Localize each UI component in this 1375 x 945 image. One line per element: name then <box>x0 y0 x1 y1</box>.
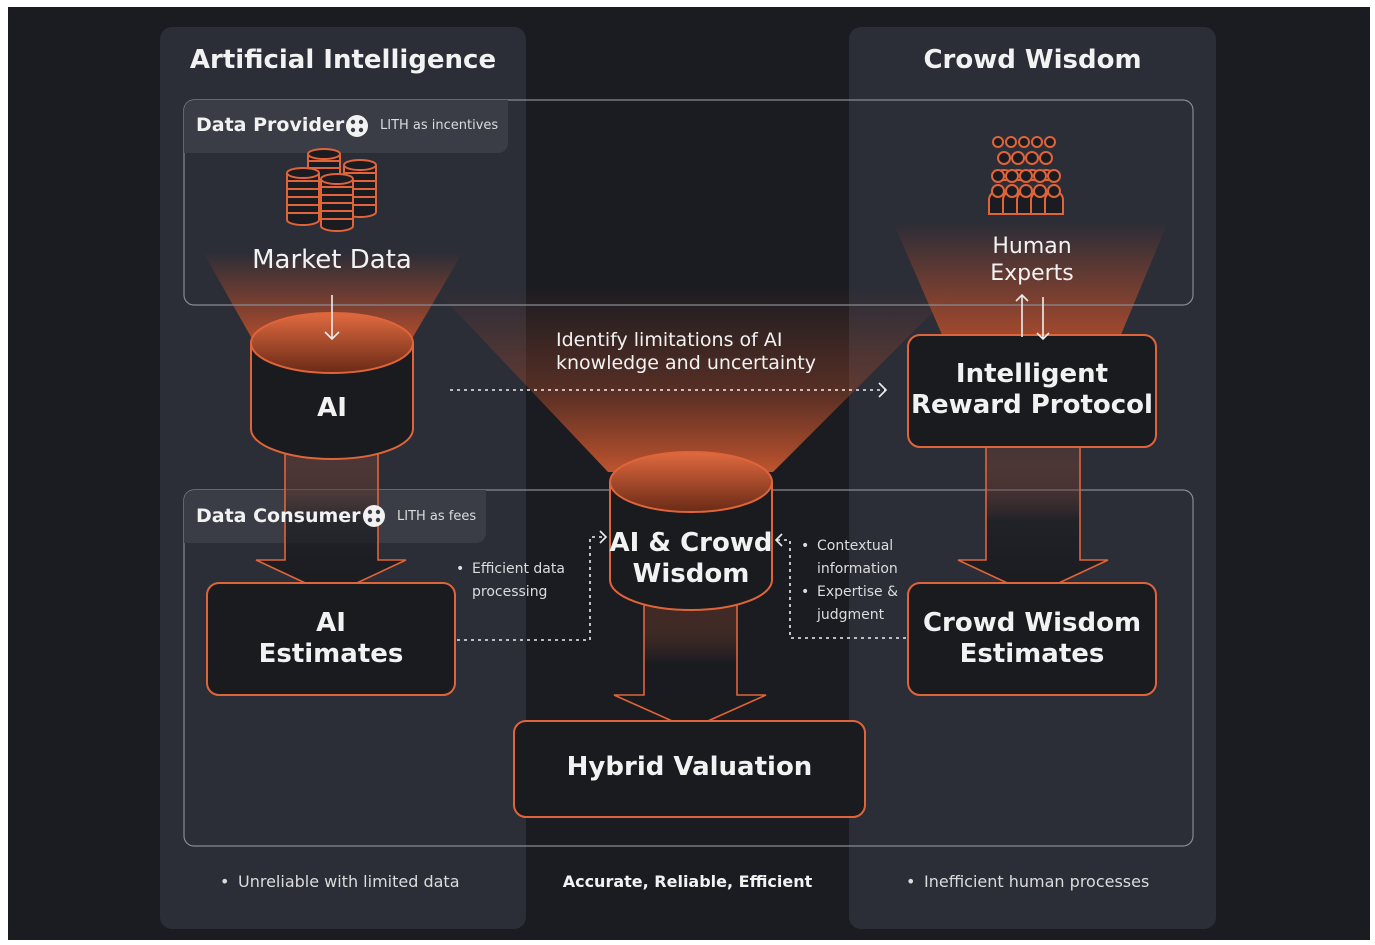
expertise-line-1: Expertise & <box>817 584 899 600</box>
ai-crowd-line-1: AI & Crowd <box>609 528 773 558</box>
bullet: • <box>801 538 810 554</box>
ai-estimates-line-1: AI <box>316 608 346 638</box>
crowd-estimates-dotted-arrow <box>774 533 906 639</box>
crowd-estimates-box <box>907 582 1157 696</box>
reward-protocol-label: Intelligent Reward Protocol <box>908 359 1156 421</box>
footer-crowd-weakness: • Inefficient human processes <box>906 872 1149 891</box>
crowd-estimates-label: Crowd Wisdom Estimates <box>908 608 1156 670</box>
center-light-cone <box>433 287 958 472</box>
ai-estimates-box <box>206 582 456 696</box>
efficient-line-1: Efficient data <box>472 561 565 577</box>
reward-to-crowd-estimates-arrow <box>957 446 1109 596</box>
ai-crowd-label: AI & Crowd Wisdom <box>598 528 784 590</box>
column-title-ai: Artificial Intelligence <box>189 45 497 75</box>
efficient-processing-annotation: • Efficient data processing <box>456 558 565 604</box>
diagram-canvas: Artificial Intelligence Crowd Wisdom Dat… <box>8 7 1370 940</box>
human-experts-line-1: Human <box>992 234 1072 259</box>
data-consumer-label: Data Consumer <box>196 505 361 527</box>
human-experts-label: Human Experts <box>932 233 1132 287</box>
footer-hybrid-strength: Accurate, Reliable, Efficient <box>562 872 813 891</box>
experts-reward-exchange-arrows <box>1015 293 1050 341</box>
ai-node-label: AI <box>317 393 347 423</box>
people-crowd-icon <box>988 136 1064 215</box>
data-provider-note: LITH as incentives <box>380 118 499 133</box>
data-provider-label: Data Provider <box>196 114 345 136</box>
ai-estimates-line-2: Estimates <box>258 639 404 669</box>
lith-token-icon <box>346 115 368 137</box>
limitations-line-1: Identify limitations of AI <box>556 329 783 351</box>
data-consumer-note: LITH as fees <box>397 509 477 524</box>
market-to-ai-arrow <box>324 295 340 341</box>
ai-crowd-line-2: Wisdom <box>632 559 750 589</box>
lith-token-icon <box>363 505 385 527</box>
bullet: • <box>456 561 465 577</box>
footer-right-text: Inefficient human processes <box>924 872 1150 891</box>
human-experts-line-2: Experts <box>990 261 1074 286</box>
ai-estimates-label: AI Estimates <box>207 608 455 670</box>
bullet: • <box>801 584 810 600</box>
ai-estimates-dotted-arrow <box>457 530 608 641</box>
diagram-graphics <box>160 27 1216 929</box>
coins-stack-icon <box>286 148 377 232</box>
footer-ai-weakness: • Unreliable with limited data <box>220 872 460 891</box>
contextual-annotation: • Contextual information • Expertise & jud… <box>801 535 898 627</box>
ai-light-cone <box>203 252 463 337</box>
ai-crowd-cylinder <box>609 451 773 611</box>
contextual-line-1: Contextual <box>817 538 894 554</box>
efficient-line-2: processing <box>472 584 548 600</box>
contextual-line-2: information <box>817 561 898 577</box>
hybrid-valuation-label: Hybrid Valuation <box>566 752 813 782</box>
hybrid-arrow <box>613 596 767 730</box>
data-provider-frame <box>183 99 1194 306</box>
ai-to-estimates-arrow <box>255 446 407 596</box>
crowd-light-cone <box>893 222 1168 337</box>
bullet: • <box>906 872 916 891</box>
hybrid-valuation-box <box>513 720 866 818</box>
bullet: • <box>220 872 230 891</box>
limitations-line-2: knowledge and uncertainty <box>556 352 816 374</box>
footer-left-text: Unreliable with limited data <box>238 872 460 891</box>
reward-protocol-box <box>907 334 1157 448</box>
data-provider-tab <box>184 100 508 153</box>
expertise-line-2: judgment <box>817 607 885 623</box>
market-data-label: Market Data <box>252 245 412 275</box>
reward-protocol-line-2: Reward Protocol <box>911 390 1153 420</box>
column-title-crowd: Crowd Wisdom <box>923 45 1142 75</box>
crowd-estimates-line-1: Crowd Wisdom <box>922 608 1142 638</box>
limitations-dotted-arrow <box>450 382 888 398</box>
crowd-estimates-line-2: Estimates <box>959 639 1105 669</box>
reward-protocol-line-1: Intelligent <box>955 359 1109 389</box>
limitations-annotation: Identify limitations of AI knowledge and… <box>556 329 816 375</box>
